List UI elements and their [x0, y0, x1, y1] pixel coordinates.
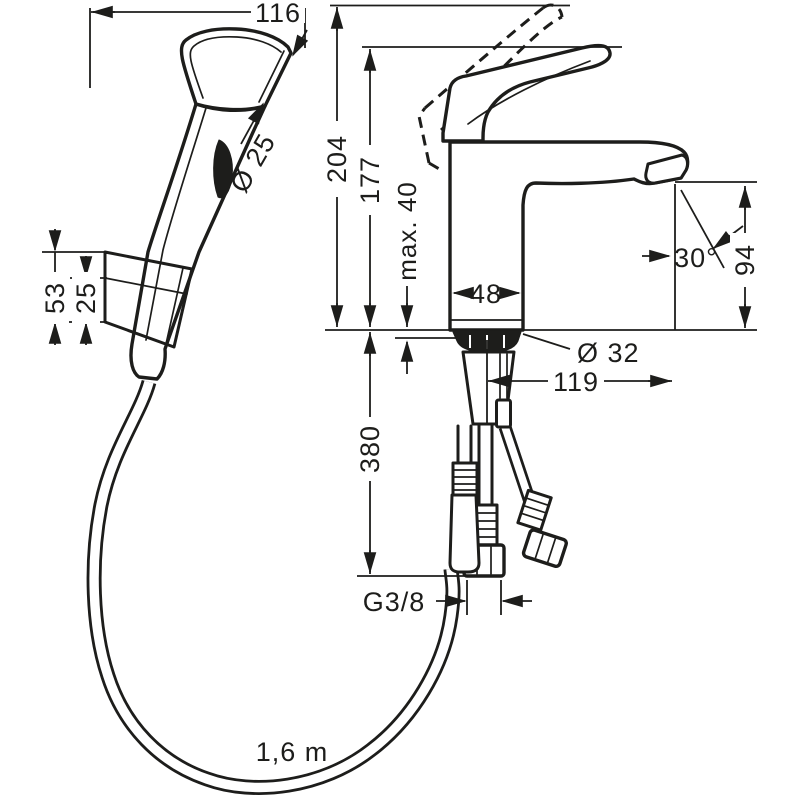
- dim-94: 94: [730, 186, 760, 328]
- supply-hose-nut: [521, 528, 568, 568]
- dim-30deg: 30°: [642, 189, 744, 273]
- hose-length-label: 1,6 m: [256, 737, 329, 767]
- faucet-lever: [441, 43, 612, 143]
- dim-max-40-label: max. 40: [392, 181, 422, 281]
- faucet-body: [448, 140, 690, 332]
- hand-shower: [103, 27, 293, 381]
- shower-hose-loop: [86, 379, 461, 795]
- dim-48: 48: [452, 279, 521, 309]
- faucet: [417, 3, 690, 332]
- dim-53: 53: [40, 229, 70, 345]
- spout-aerator: [644, 153, 689, 185]
- dim-hole-diameter: Ø 32: [522, 333, 640, 368]
- dim-119-label: 119: [553, 367, 599, 397]
- hand-shower-button: [213, 139, 233, 199]
- dim-25: 25: [71, 256, 101, 345]
- dim-hole-diameter-label: Ø 32: [577, 338, 640, 368]
- shower-bracket: [103, 250, 194, 349]
- dim-25-label: 25: [71, 282, 101, 314]
- dim-30deg-label: 30°: [674, 243, 718, 273]
- dim-380-label: 380: [355, 425, 385, 473]
- dim-177-label: 177: [355, 156, 385, 204]
- dim-thread: G3/8: [363, 587, 532, 617]
- dim-204: 204: [322, 7, 352, 327]
- supply-hose-diagonal: [498, 424, 568, 568]
- dim-94-label: 94: [730, 244, 760, 276]
- dim-48-label: 48: [470, 279, 502, 309]
- dim-380: 380: [355, 332, 385, 574]
- dim-max-40: max. 40: [392, 176, 422, 374]
- threaded-rod-sleeve: [495, 398, 512, 429]
- dim-thread-label: G3/8: [363, 587, 426, 617]
- dim-116-label: 116: [255, 0, 301, 28]
- dim-177: 177: [355, 49, 385, 327]
- dim-53-label: 53: [40, 282, 70, 314]
- dim-119: 119: [488, 367, 672, 397]
- shower-hose-connector: [448, 424, 481, 574]
- hand-shower-head: [179, 27, 293, 112]
- dim-204-label: 204: [322, 135, 352, 183]
- dim-116: 116: [91, 0, 305, 28]
- lever-raised-dashed: [417, 3, 564, 172]
